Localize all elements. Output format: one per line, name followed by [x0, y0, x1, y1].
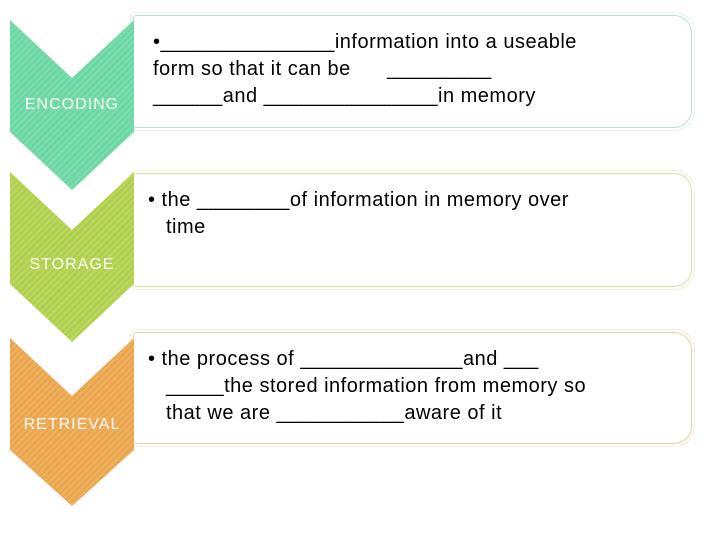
text-line: • the ________of information in memory o… [148, 189, 569, 211]
text-line: _____the stored information from memory … [166, 375, 587, 397]
retrieval-label: RETRIEVAL [23, 416, 121, 433]
encoding-label: ENCODING [24, 96, 120, 113]
text-line: that we are ___________aware of it [166, 402, 503, 424]
encoding-description-box: •_______________information into a useab… [130, 12, 695, 131]
text-line: • the process of ______________and ___ [148, 348, 539, 370]
encoding-chevron: ENCODING [10, 20, 134, 190]
storage-description-box: • the ________of information in memory o… [130, 170, 695, 290]
retrieval-description-box: • the process of ______________and ___ _… [130, 329, 695, 447]
storage-label: STORAGE [29, 256, 115, 273]
storage-chevron: STORAGE [10, 172, 134, 342]
text-line: •_______________information into a useab… [153, 31, 577, 53]
text-line: form so that it can be _________ [153, 58, 492, 80]
text-line: ______and _______________in memory [153, 85, 536, 107]
retrieval-chevron: RETRIEVAL [10, 338, 134, 506]
text-line: time [166, 216, 206, 238]
